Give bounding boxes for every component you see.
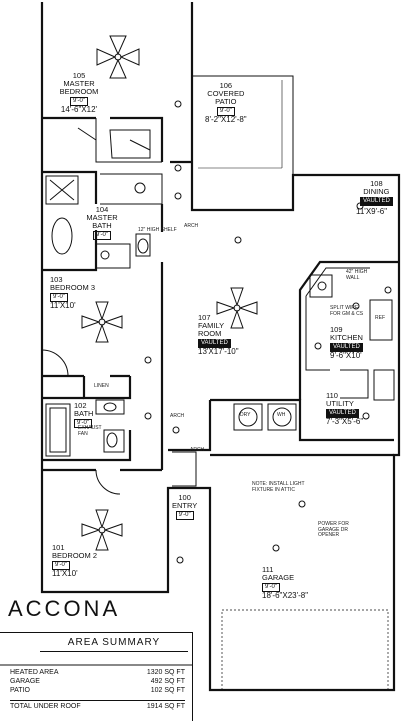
shelf-note: 12" HIGH SHELF <box>138 227 177 233</box>
ref-label: REF <box>375 315 385 321</box>
interior-wall <box>42 116 192 164</box>
bar-note: 42" HIGH WALL <box>346 269 368 281</box>
ceiling-fan-icon <box>216 287 258 329</box>
arch-note: ARCH <box>190 447 205 453</box>
dryer-label: DRY <box>240 412 251 418</box>
fixture-note: NOTE: INSTALL LIGHT FIXTURE IN ATTIC <box>252 481 305 493</box>
arch-note: ARCH <box>184 223 199 229</box>
area-summary-heading: AREA SUMMARY <box>40 633 188 652</box>
room-size-108: 11'X9'-6" <box>356 207 388 216</box>
plan-title: ACCONA <box>8 596 121 621</box>
opener-note: POWER FOR GARAGE DR OPENER <box>318 521 349 538</box>
linen-label: LINEN <box>94 383 109 389</box>
washer-label: WH <box>277 412 286 418</box>
ceiling-fan-icon <box>96 35 140 79</box>
exterior-wall <box>40 2 401 692</box>
ceiling-fan-icon <box>81 509 123 551</box>
ceiling-fan-icon <box>81 301 123 343</box>
split-note: SPLIT WIRE FOR GM & CS <box>330 305 364 317</box>
arch-note: ARCH <box>170 413 185 419</box>
light-fixture-icon <box>144 100 392 564</box>
fan-note: EXHAUST FAN <box>78 425 102 437</box>
patio-outline <box>192 75 294 175</box>
